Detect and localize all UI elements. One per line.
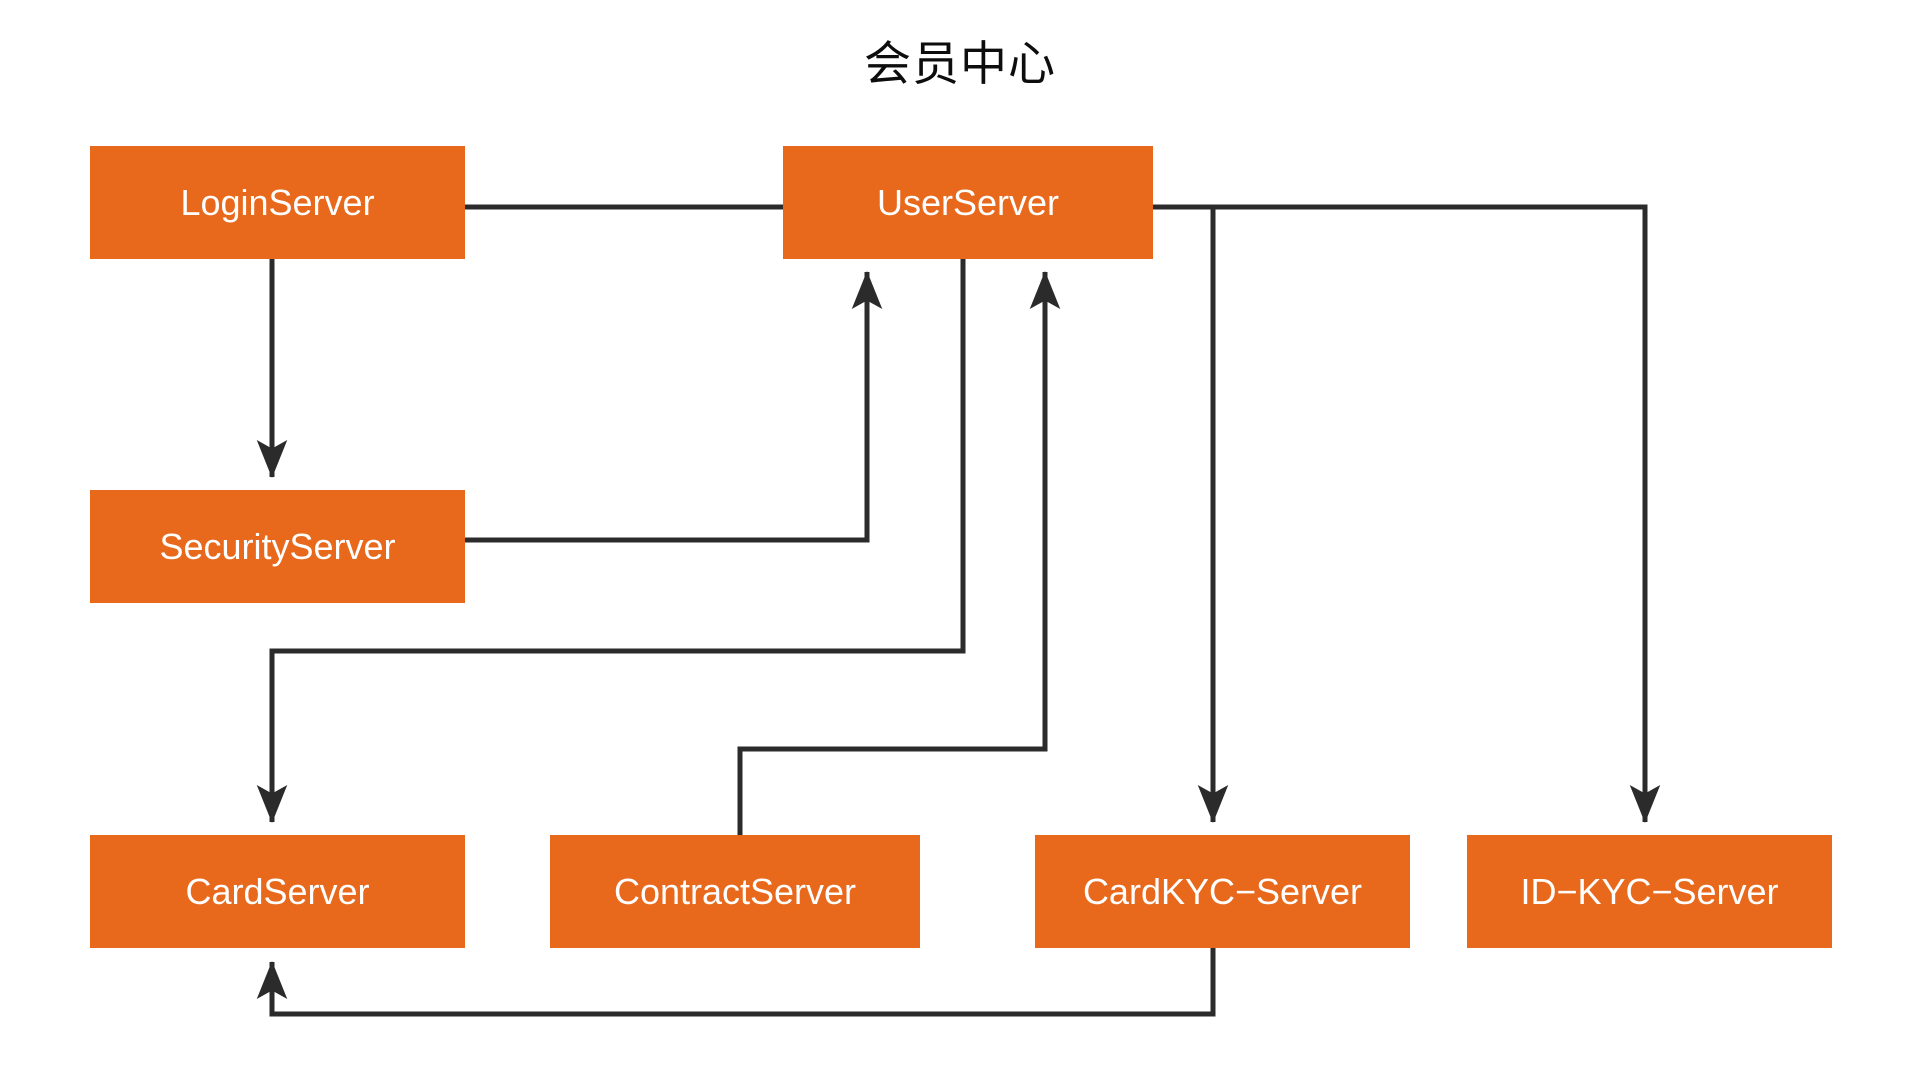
- node-label-card: CardServer: [185, 870, 370, 912]
- node-login[interactable]: LoginServer: [90, 146, 465, 259]
- node-contract[interactable]: ContractServer: [550, 835, 920, 948]
- node-cardkyc[interactable]: CardKYC−Server: [1035, 835, 1410, 948]
- edge-user-to-cardkyc: [1153, 204, 1229, 823]
- node-idkyc[interactable]: ID−KYC−Server: [1467, 835, 1832, 948]
- node-user[interactable]: UserServer: [783, 146, 1153, 259]
- edge-contract-to-user: [737, 271, 1061, 835]
- diagram-title: 会员中心: [864, 37, 1056, 90]
- edge-user-to-idkyc: [1153, 204, 1661, 823]
- node-label-contract: ContractServer: [613, 870, 857, 912]
- node-label-login: LoginServer: [180, 181, 375, 223]
- node-label-cardkyc: CardKYC−Server: [1082, 870, 1363, 912]
- node-label-user: UserServer: [876, 181, 1060, 223]
- node-security[interactable]: SecurityServer: [90, 490, 465, 603]
- edge-cardkyc-to-card: [256, 948, 1216, 1017]
- node-label-idkyc: ID−KYC−Server: [1520, 870, 1779, 912]
- edges-group: [256, 191, 1661, 1017]
- edge-security-to-user: [465, 271, 883, 543]
- node-label-security: SecurityServer: [159, 525, 396, 567]
- edge-user-to-card: [256, 259, 966, 823]
- node-card[interactable]: CardServer: [90, 835, 465, 948]
